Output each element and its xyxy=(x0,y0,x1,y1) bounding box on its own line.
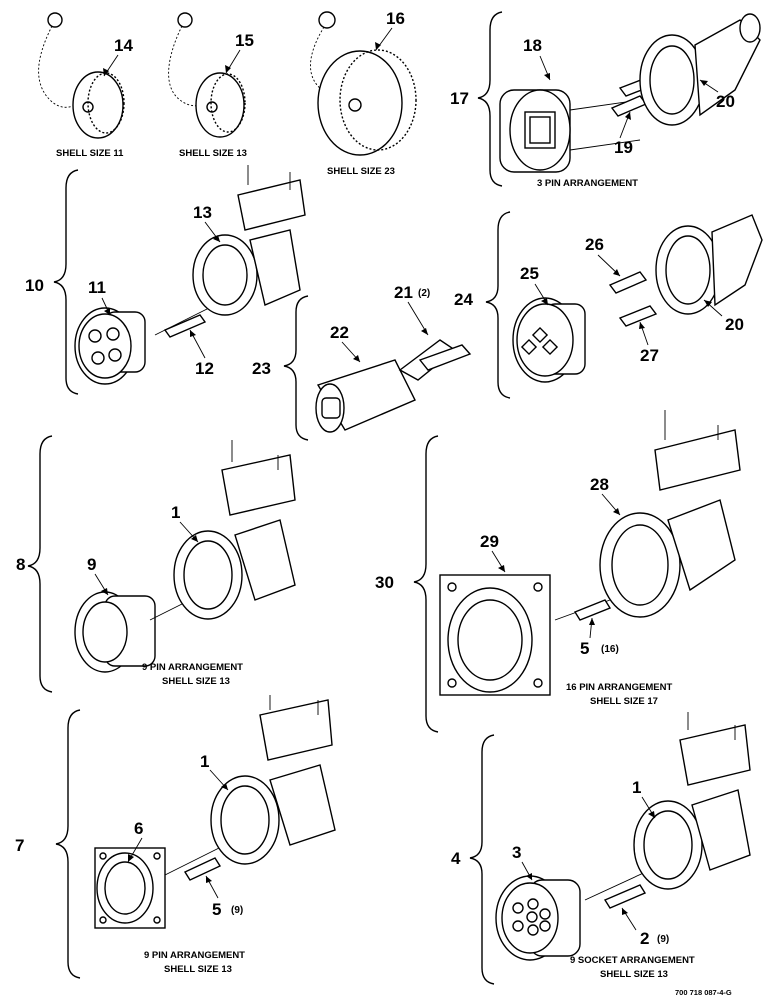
callout-25: 25 xyxy=(520,264,539,283)
callout-18: 18 xyxy=(523,36,542,55)
dust-cap-16 xyxy=(310,11,417,156)
callout-26: 26 xyxy=(585,235,604,254)
callout-20-top: 20 xyxy=(716,92,735,111)
callout-16: 16 xyxy=(386,9,405,28)
callout-13: 13 xyxy=(193,203,212,222)
callout-6: 6 xyxy=(134,819,143,838)
callout-20-mid: 20 xyxy=(725,315,744,334)
caption-9-pin-a-shell: SHELL SIZE 13 xyxy=(162,676,230,687)
leader-arrows xyxy=(94,27,723,931)
callout-9: 9 xyxy=(87,555,96,574)
callout-labels: 14 15 16 17 18 19 20 13 10 11 12 21 (2) … xyxy=(15,9,744,948)
caption-9-socket-shell: SHELL SIZE 13 xyxy=(600,969,668,980)
callout-22: 22 xyxy=(330,323,349,342)
callout-4: 4 xyxy=(451,849,461,868)
caption-shell-size-23: SHELL SIZE 23 xyxy=(327,166,395,177)
assembly-30 xyxy=(413,410,741,733)
callout-24: 24 xyxy=(454,290,473,309)
callout-14: 14 xyxy=(114,36,133,55)
caption-3-pin: 3 PIN ARRANGEMENT xyxy=(537,178,638,189)
callout-30: 30 xyxy=(375,573,394,592)
assembly-7 xyxy=(55,695,336,979)
caption-9-pin-b: 9 PIN ARRANGEMENT xyxy=(144,950,245,961)
callout-5-b: 5 xyxy=(580,639,589,658)
callout-2-qty: (9) xyxy=(657,934,669,945)
callout-5-a-qty: (9) xyxy=(231,905,243,916)
caption-9-pin-b-shell: SHELL SIZE 13 xyxy=(164,964,232,975)
callout-5-b-qty: (16) xyxy=(601,644,619,655)
callout-8: 8 xyxy=(16,555,25,574)
dust-cap-14 xyxy=(38,12,125,139)
callout-12: 12 xyxy=(195,359,214,378)
callout-1-c: 1 xyxy=(632,778,641,797)
caption-16-pin-shell: SHELL SIZE 17 xyxy=(590,696,658,707)
assembly-4 xyxy=(469,712,751,985)
callout-28: 28 xyxy=(590,475,609,494)
assembly-23 xyxy=(283,295,472,441)
callout-1-a: 1 xyxy=(171,503,180,522)
callout-29: 29 xyxy=(480,532,499,551)
callout-3: 3 xyxy=(512,843,521,862)
callout-27: 27 xyxy=(640,346,659,365)
callout-2: 2 xyxy=(640,929,649,948)
callout-15: 15 xyxy=(235,31,254,50)
callout-21: 21 xyxy=(394,283,413,302)
callout-1-b: 1 xyxy=(200,752,209,771)
caption-16-pin: 16 PIN ARRANGEMENT xyxy=(566,682,672,693)
callout-7: 7 xyxy=(15,836,24,855)
callout-23: 23 xyxy=(252,359,271,378)
assembly-10 xyxy=(53,165,306,395)
callout-19: 19 xyxy=(614,138,633,157)
callout-21-qty: (2) xyxy=(418,288,430,299)
caption-9-socket: 9 SOCKET ARRANGEMENT xyxy=(570,955,695,966)
assembly-8 xyxy=(27,435,296,693)
callout-17: 17 xyxy=(450,89,469,108)
caption-shell-size-13: SHELL SIZE 13 xyxy=(179,148,247,159)
captions: SHELL SIZE 11 SHELL SIZE 13 SHELL SIZE 2… xyxy=(56,148,732,997)
caption-shell-size-11: SHELL SIZE 11 xyxy=(56,148,124,159)
dust-cap-15 xyxy=(168,12,246,138)
callout-10: 10 xyxy=(25,276,44,295)
assembly-17 xyxy=(477,11,761,187)
callout-11: 11 xyxy=(88,278,106,297)
assembly-24 xyxy=(485,211,763,399)
caption-9-pin-a: 9 PIN ARRANGEMENT xyxy=(142,662,243,673)
callout-5-a: 5 xyxy=(212,900,221,919)
drawing-number: 700 718 087-4-G xyxy=(675,988,732,997)
